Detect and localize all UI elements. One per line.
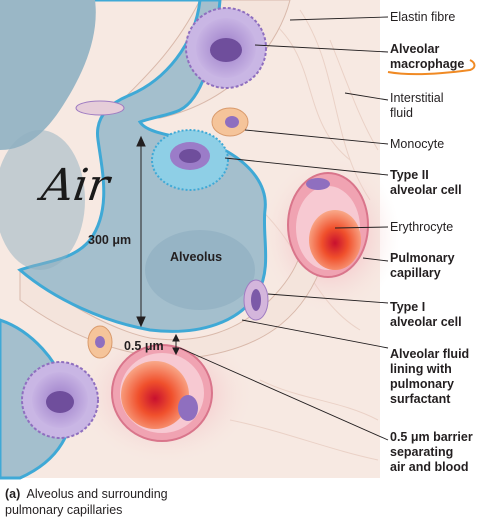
label-type1-line2: alveolar cell (390, 315, 462, 329)
label-barrier-line1: 0.5 μm barrier (390, 430, 473, 444)
macrophage-underline (387, 59, 476, 76)
label-macrophage-line1: Alveolar (390, 42, 440, 56)
alveolus-shade (145, 230, 255, 310)
measure-300-line (136, 135, 146, 328)
label-monocyte: Monocyte (390, 137, 445, 151)
label-type2-line1: Type II (390, 168, 429, 182)
label-elastin-fibre: Elastin fibre (390, 10, 456, 24)
handwritten-air: Air (38, 160, 113, 211)
label-fluid-line3: pulmonary (390, 377, 454, 391)
alveolar-macrophage-top (185, 7, 267, 89)
monocyte-bottom (87, 325, 113, 359)
label-alveolus: Alveolus (170, 250, 223, 264)
type2-alveolar-cell (151, 129, 229, 191)
label-barrier-line3: air and blood (390, 460, 469, 474)
label-05-um: 0.5 μm (124, 339, 164, 353)
label-erythrocyte: Erythrocyte (390, 220, 454, 234)
label-type2-line2: alveolar cell (390, 183, 462, 197)
label-pulmonary-line1: Pulmonary (390, 251, 455, 265)
caption-tag: (a) (5, 487, 21, 501)
label-fluid-line4: surfactant (390, 392, 451, 406)
label-300-um: 300 μm (88, 233, 132, 247)
alveolus-shade-2 (0, 130, 85, 270)
alveolar-macrophage-bottom (21, 361, 99, 439)
label-type1-line1: Type I (390, 300, 426, 314)
caption-line1: Alveolus and surrounding (26, 487, 168, 501)
left-air-space (0, 0, 96, 150)
pulmonary-capillary-bottom (111, 344, 213, 442)
label-macrophage-line2: macrophage (390, 57, 465, 71)
leader-lines (179, 16, 389, 441)
caption-line2: pulmonary capillaries (5, 503, 123, 517)
label-fluid-line1: Alveolar fluid (390, 347, 470, 361)
label-barrier-line2: separating (390, 445, 454, 459)
figure-caption: (a) Alveolus and surrounding pulmonary c… (5, 486, 168, 518)
label-fluid-line2: lining with (390, 362, 452, 376)
type1-cell-left (75, 100, 125, 116)
label-interstitial-line2: fluid (390, 106, 413, 120)
measure-05-marker (172, 333, 180, 356)
label-interstitial-line1: Interstitial (390, 91, 444, 105)
pulmonary-capillary-right (287, 172, 369, 278)
type1-cell-right-nucleus (251, 289, 261, 311)
label-pulmonary-line2: capillary (390, 266, 441, 280)
monocyte-top (211, 107, 249, 137)
